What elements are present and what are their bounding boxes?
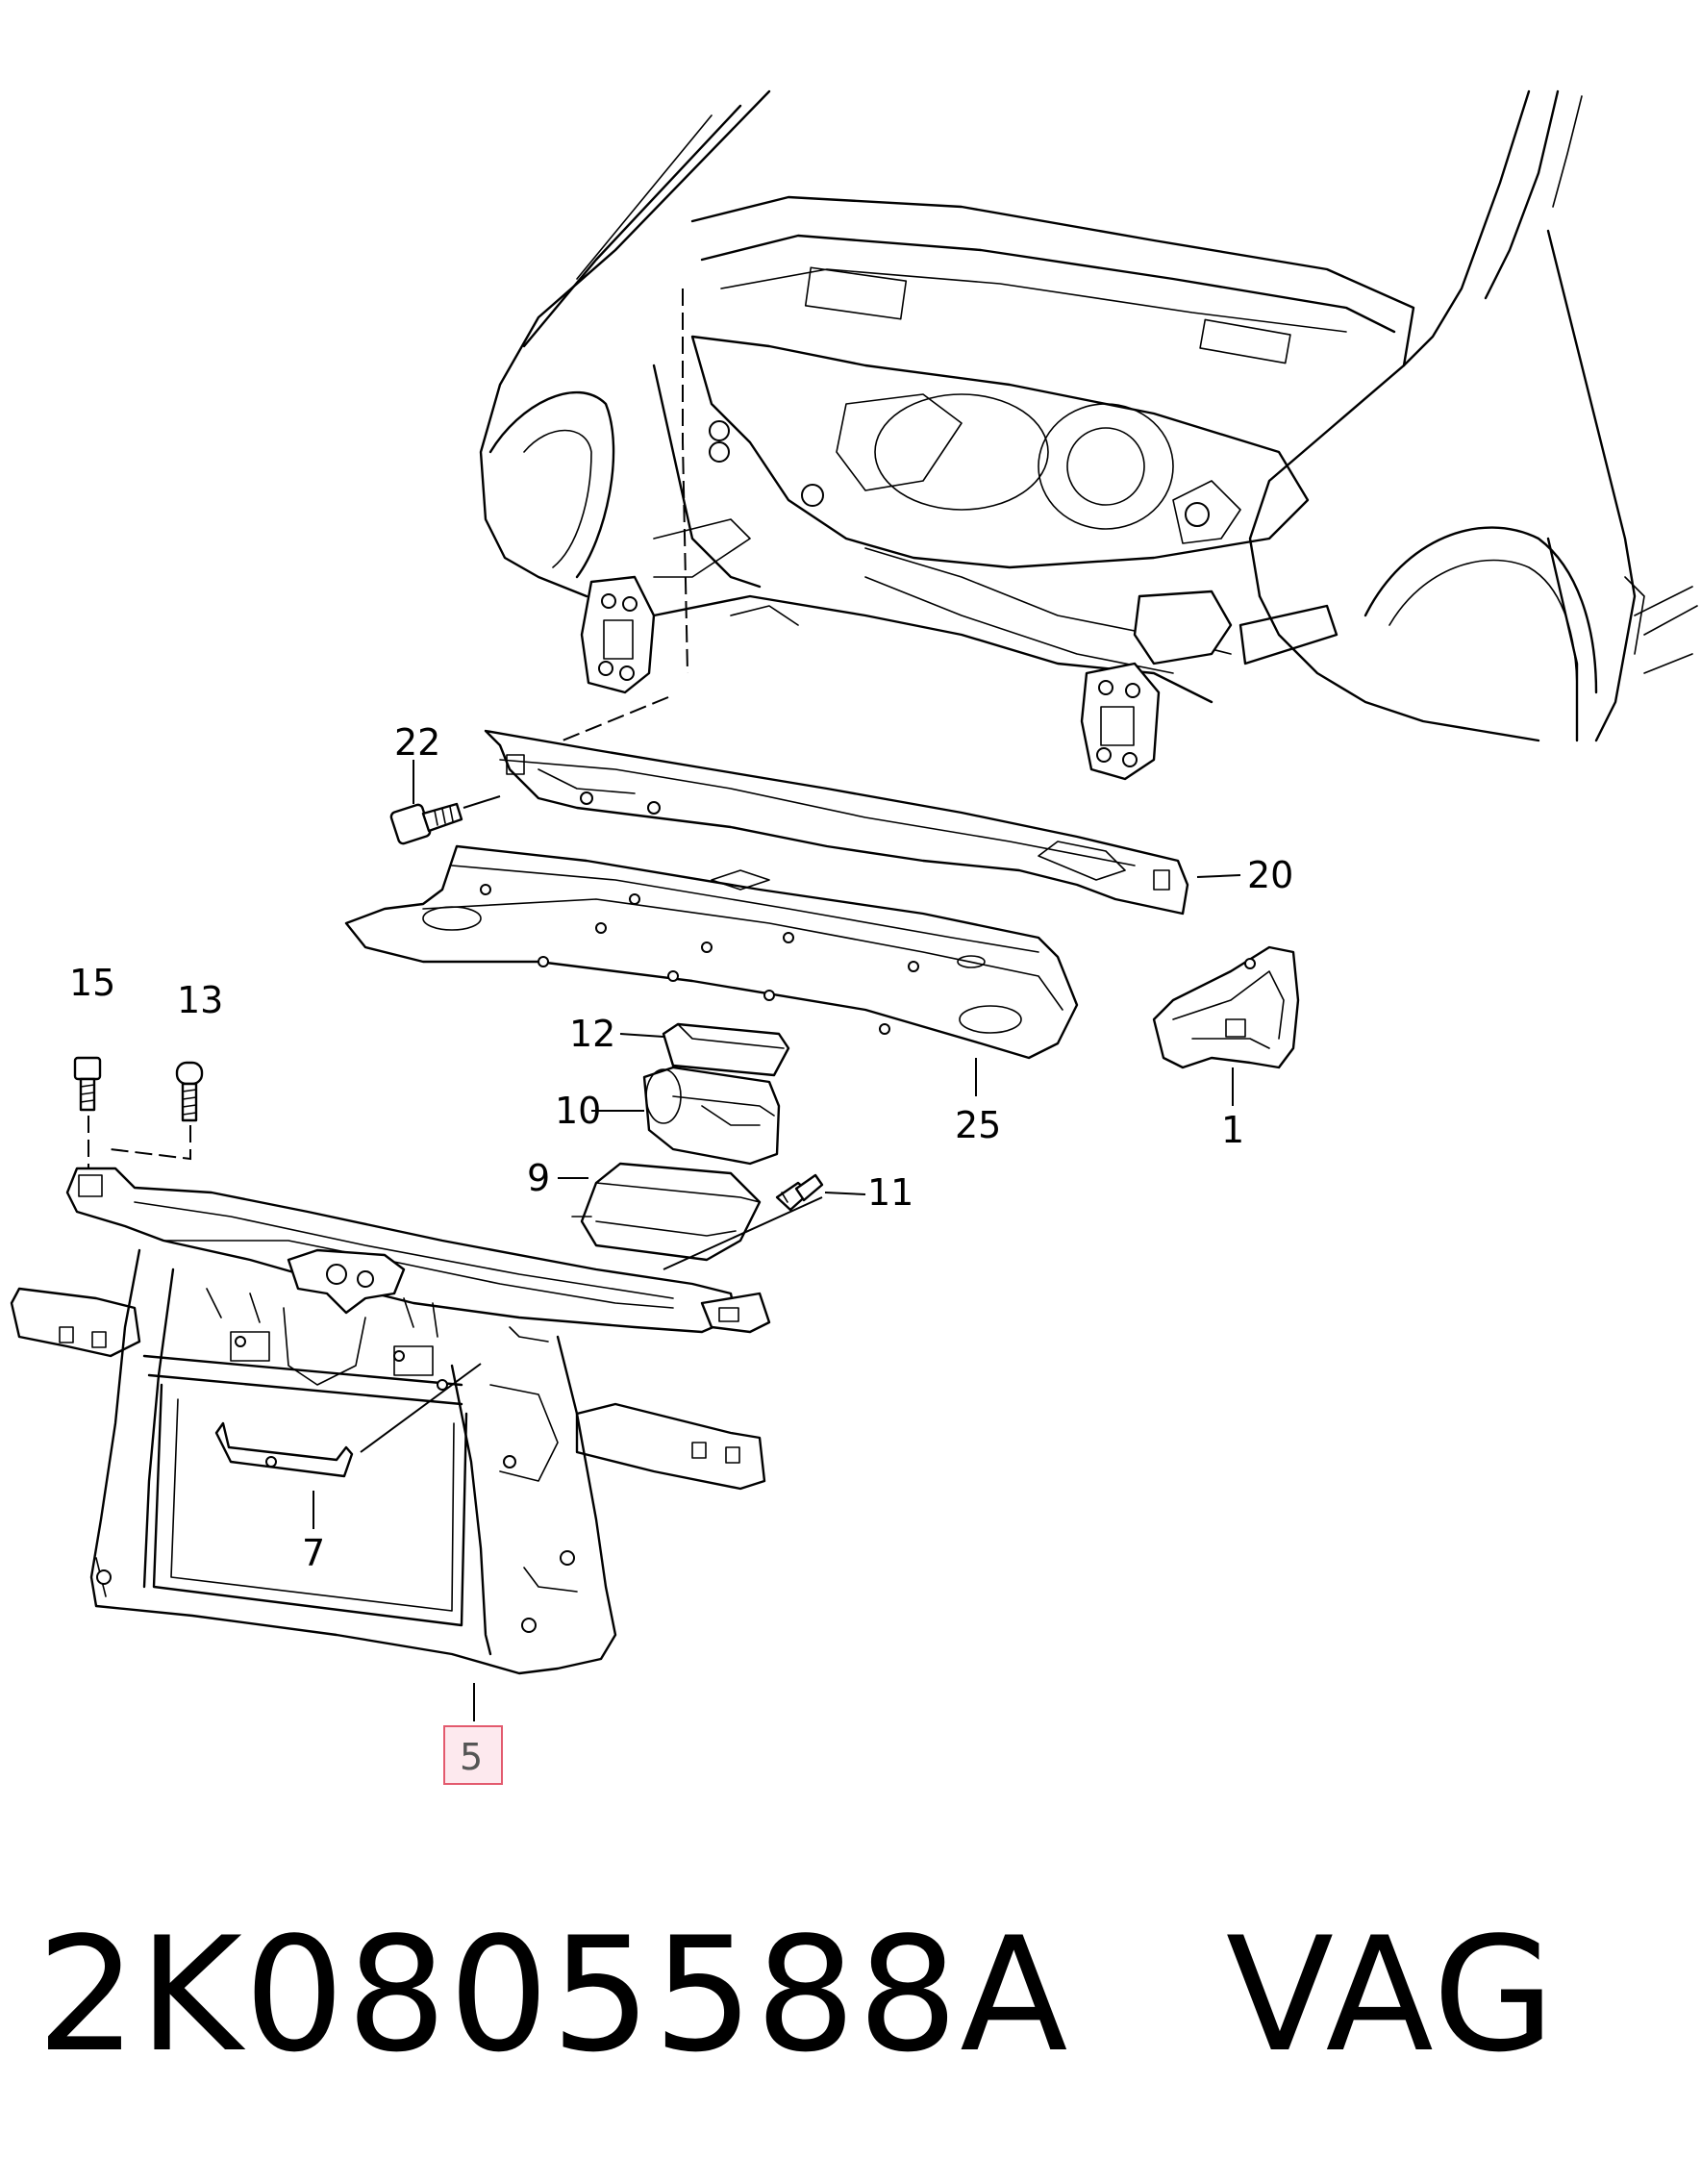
part-12-plate: [662, 1022, 790, 1077]
part-number-footer: 2K0805588A VAG: [37, 1899, 1671, 2092]
callout-25[interactable]: 25: [955, 1104, 1001, 1146]
callout-12[interactable]: 12: [569, 1013, 615, 1055]
callout-15[interactable]: 15: [69, 962, 115, 1004]
callout-11[interactable]: 11: [867, 1171, 913, 1214]
callout-9[interactable]: 9: [527, 1157, 550, 1199]
part-1-bracket: [1152, 945, 1300, 1069]
brand-name: VAG: [1225, 1903, 1557, 2087]
callout-10[interactable]: 10: [555, 1090, 601, 1132]
leader-lines: [313, 874, 1241, 1721]
part-5-front-end-carrier: [10, 1167, 771, 1675]
callout-7[interactable]: 7: [302, 1532, 325, 1574]
part-11-bolt: [775, 1173, 824, 1212]
part-7-bracket: [214, 1421, 354, 1478]
assembly-line: [110, 1125, 191, 1161]
part-25-cross-member: [344, 844, 1079, 1060]
callout-5[interactable]: 5: [460, 1736, 483, 1778]
callout-20[interactable]: 20: [1247, 854, 1293, 896]
part-13-bolt: [175, 1061, 204, 1122]
callout-5-highlight[interactable]: 5: [443, 1725, 503, 1785]
callouts: 22 20 15 13 12 10 9 11 25 1 7: [69, 721, 1293, 1574]
part-number: 2K0805588A: [37, 1903, 1070, 2087]
part-10-duct: [642, 1066, 781, 1166]
part-15-bolt: [73, 1056, 102, 1112]
part-20-upper-panel: [484, 729, 1189, 916]
car-body-front: [479, 89, 1698, 781]
callout-13[interactable]: 13: [177, 979, 223, 1021]
part-22-bolt: [389, 760, 501, 845]
callout-22[interactable]: 22: [394, 721, 440, 764]
callout-1[interactable]: 1: [1221, 1109, 1244, 1151]
part-9-air-guide: [571, 1162, 762, 1262]
highlight-box: [443, 1725, 503, 1785]
assembly-line: [562, 696, 669, 741]
